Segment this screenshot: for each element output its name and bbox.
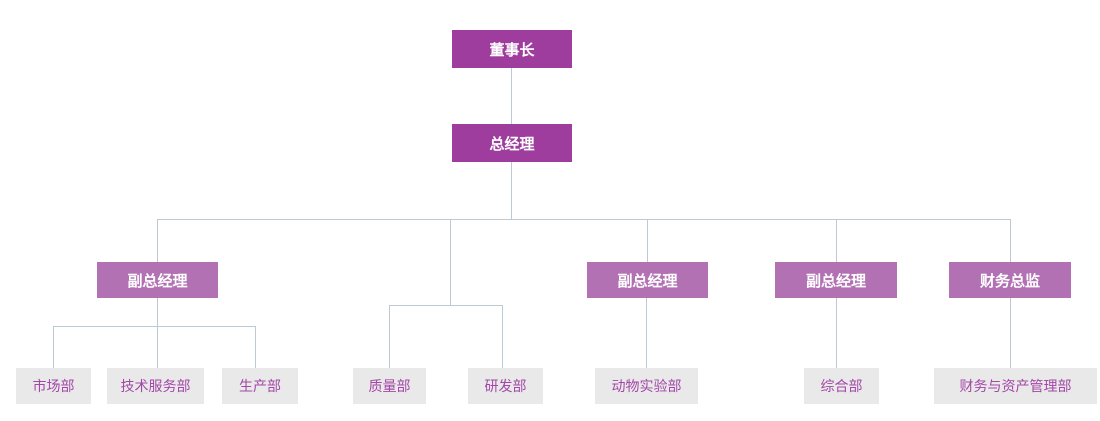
org-node-finance-director[interactable]: 财务总监 bbox=[949, 262, 1071, 298]
connector-chairman-gm bbox=[511, 68, 512, 124]
org-node-animal-lab-dept[interactable]: 动物实验部 bbox=[595, 368, 698, 404]
connector-rd-drop bbox=[502, 305, 503, 368]
connector-branch-finance bbox=[1010, 219, 1011, 262]
connector-branch-deputy3 bbox=[836, 219, 837, 262]
org-node-tech-service-dept[interactable]: 技术服务部 bbox=[107, 368, 204, 404]
org-node-quality-dept[interactable]: 质量部 bbox=[353, 368, 426, 404]
connector-main-horizontal bbox=[157, 219, 1011, 220]
org-node-production-dept[interactable]: 生产部 bbox=[222, 368, 298, 404]
connector-general-drop bbox=[836, 298, 837, 368]
connector-quality-drop bbox=[389, 305, 390, 368]
connector-deputy1-horizontal bbox=[53, 326, 255, 327]
connector-animallab-drop bbox=[646, 298, 647, 368]
connector-production-drop bbox=[255, 326, 256, 368]
org-node-general-dept[interactable]: 综合部 bbox=[804, 368, 879, 404]
org-node-chairman[interactable]: 董事长 bbox=[452, 30, 572, 68]
org-node-deputy-gm-1[interactable]: 副总经理 bbox=[97, 262, 218, 298]
connector-branch-deputy1 bbox=[157, 219, 158, 262]
org-node-finance-asset-dept[interactable]: 财务与资产管理部 bbox=[934, 368, 1097, 404]
org-node-deputy-gm-3[interactable]: 副总经理 bbox=[775, 262, 897, 298]
connector-branch-quality-group bbox=[450, 219, 451, 305]
connector-quality-group-horizontal bbox=[389, 305, 502, 306]
connector-financeasset-drop bbox=[1010, 298, 1011, 368]
connector-deputy1-drop bbox=[157, 298, 158, 326]
org-node-general-manager[interactable]: 总经理 bbox=[452, 124, 572, 162]
org-node-deputy-gm-2[interactable]: 副总经理 bbox=[587, 262, 708, 298]
connector-gm-trunk bbox=[511, 162, 512, 219]
org-node-marketing-dept[interactable]: 市场部 bbox=[16, 368, 91, 404]
connector-techservice-drop bbox=[157, 326, 158, 368]
connector-marketing-drop bbox=[53, 326, 54, 368]
connector-branch-deputy2 bbox=[647, 219, 648, 262]
org-node-rd-dept[interactable]: 研发部 bbox=[468, 368, 543, 404]
